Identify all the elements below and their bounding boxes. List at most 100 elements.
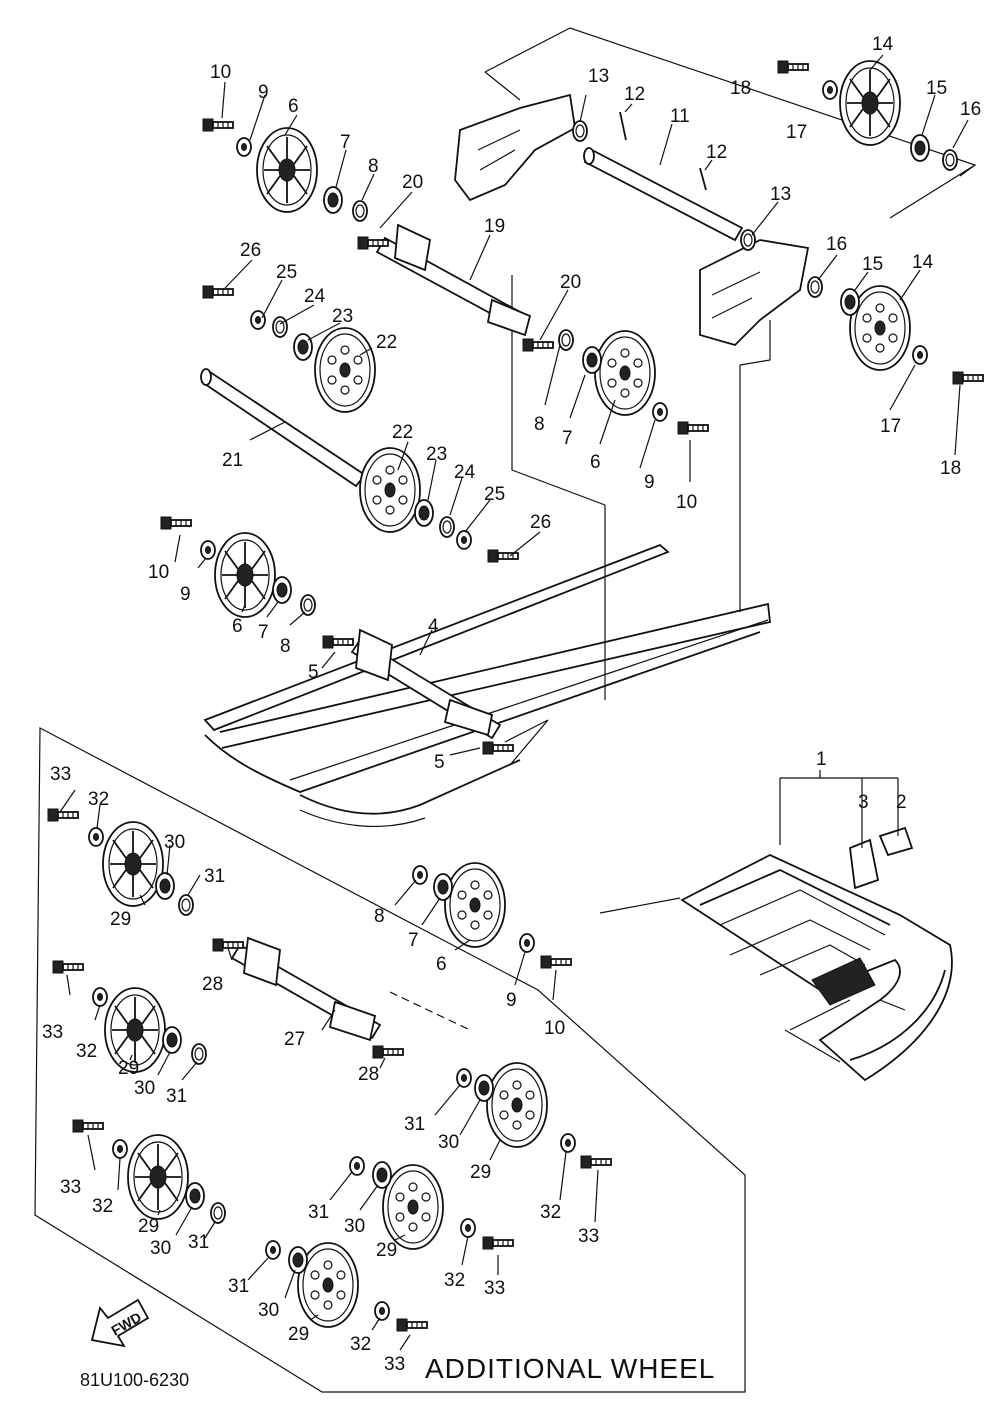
callout-9: 9 bbox=[258, 82, 269, 103]
callout-11: 11 bbox=[670, 106, 690, 127]
track-clip-2 bbox=[878, 826, 914, 857]
callout-29: 29 bbox=[288, 1324, 309, 1345]
callout-13: 13 bbox=[588, 66, 609, 87]
rear-bracket-right bbox=[699, 239, 810, 347]
callout-15: 15 bbox=[862, 254, 883, 275]
callout-19: 19 bbox=[484, 216, 505, 237]
callout-31: 31 bbox=[404, 1114, 425, 1135]
callout-24: 24 bbox=[304, 286, 326, 307]
callout-27: 27 bbox=[284, 1029, 305, 1050]
callout-30: 30 bbox=[258, 1300, 279, 1321]
track-clip-3 bbox=[849, 838, 880, 890]
callout-33: 33 bbox=[384, 1354, 405, 1375]
callout-6: 6 bbox=[288, 96, 299, 117]
callout-22: 22 bbox=[376, 332, 397, 353]
callout-16: 16 bbox=[826, 234, 847, 255]
callout-31: 31 bbox=[166, 1086, 187, 1107]
callout-32: 32 bbox=[92, 1196, 113, 1217]
diagram-code: 81U100-6230 bbox=[80, 1370, 189, 1390]
callout-17: 17 bbox=[786, 122, 807, 143]
callout-9: 9 bbox=[506, 990, 517, 1011]
callout-33: 33 bbox=[60, 1177, 81, 1198]
callout-30: 30 bbox=[438, 1132, 459, 1153]
callout-18: 18 bbox=[940, 458, 961, 479]
callout-16: 16 bbox=[960, 99, 981, 120]
callout-31: 31 bbox=[188, 1232, 209, 1253]
callout-23: 23 bbox=[332, 306, 353, 327]
callout-29: 29 bbox=[110, 909, 131, 930]
callout-32: 32 bbox=[444, 1270, 465, 1291]
callout-32: 32 bbox=[88, 789, 109, 810]
callout-33: 33 bbox=[50, 764, 71, 785]
callout-28: 28 bbox=[202, 974, 223, 995]
callout-7: 7 bbox=[562, 428, 573, 449]
front-pivot-shaft bbox=[350, 628, 502, 740]
callout-25: 25 bbox=[484, 484, 505, 505]
callout-8: 8 bbox=[280, 636, 291, 657]
track-assembly bbox=[680, 853, 953, 1082]
callout-30: 30 bbox=[344, 1216, 365, 1237]
fwd-arrow: FWD bbox=[90, 1298, 150, 1348]
callout-32: 32 bbox=[76, 1041, 97, 1062]
callout-30: 30 bbox=[150, 1238, 171, 1259]
callout-26: 26 bbox=[240, 240, 261, 261]
callout-2: 2 bbox=[896, 792, 907, 813]
callout-20: 20 bbox=[402, 172, 423, 193]
callout-22: 22 bbox=[392, 422, 413, 443]
callout-31: 31 bbox=[204, 866, 225, 887]
callout-33: 33 bbox=[42, 1022, 63, 1043]
callout-30: 30 bbox=[134, 1078, 155, 1099]
callout-12: 12 bbox=[706, 142, 727, 163]
callout-13: 13 bbox=[770, 184, 791, 205]
cotter-pin-upper bbox=[619, 111, 627, 141]
callout-33: 33 bbox=[578, 1226, 599, 1247]
callout-23: 23 bbox=[426, 444, 447, 465]
callout-14: 14 bbox=[912, 252, 934, 273]
additional-wheel-title: ADDITIONAL WHEEL bbox=[425, 1353, 715, 1384]
slide-rail-assembly bbox=[203, 543, 771, 828]
callout-26: 26 bbox=[530, 512, 551, 533]
callout-6: 6 bbox=[436, 954, 447, 975]
callout-24: 24 bbox=[454, 462, 476, 483]
callout-12: 12 bbox=[624, 84, 645, 105]
callout-32: 32 bbox=[350, 1334, 371, 1355]
cotter-pin-lower bbox=[699, 167, 707, 191]
callout-32: 32 bbox=[540, 1202, 561, 1223]
callout-7: 7 bbox=[258, 622, 269, 643]
callout-6: 6 bbox=[590, 452, 601, 473]
pivot-shaft-upper bbox=[375, 223, 532, 337]
idler-shaft bbox=[200, 368, 367, 488]
upper-frame-outline bbox=[484, 27, 977, 219]
callout-33: 33 bbox=[484, 1278, 505, 1299]
callout-28: 28 bbox=[358, 1064, 379, 1085]
callout-10: 10 bbox=[148, 562, 169, 583]
callout-4: 4 bbox=[428, 616, 439, 637]
callout-7: 7 bbox=[340, 132, 351, 153]
leader-lines bbox=[59, 54, 969, 1351]
callout-7: 7 bbox=[408, 930, 419, 951]
callout-31: 31 bbox=[308, 1202, 329, 1223]
callout-5: 5 bbox=[308, 662, 319, 683]
callout-6: 6 bbox=[232, 616, 243, 637]
callout-17: 17 bbox=[880, 416, 901, 437]
callout-29: 29 bbox=[376, 1240, 397, 1261]
callout-8: 8 bbox=[374, 906, 385, 927]
callout-25: 25 bbox=[276, 262, 297, 283]
callout-18: 18 bbox=[730, 78, 751, 99]
callout-8: 8 bbox=[368, 156, 379, 177]
callout-10: 10 bbox=[544, 1018, 565, 1039]
additional-wheel-shaft bbox=[230, 936, 382, 1042]
callout-9: 9 bbox=[644, 472, 655, 493]
callout-14: 14 bbox=[872, 34, 894, 55]
callout-29: 29 bbox=[118, 1058, 139, 1079]
callout-29: 29 bbox=[470, 1162, 491, 1183]
rear-bracket-left bbox=[454, 93, 576, 202]
callout-15: 15 bbox=[926, 78, 947, 99]
callout-3: 3 bbox=[858, 792, 869, 813]
callout-labels: 10 9 6 7 8 20 19 13 12 11 12 13 18 17 14… bbox=[42, 34, 981, 1375]
callout-8: 8 bbox=[534, 414, 545, 435]
additional-wheel-frame bbox=[34, 727, 746, 1393]
callout-21: 21 bbox=[222, 450, 243, 471]
callout-9: 9 bbox=[180, 584, 191, 605]
